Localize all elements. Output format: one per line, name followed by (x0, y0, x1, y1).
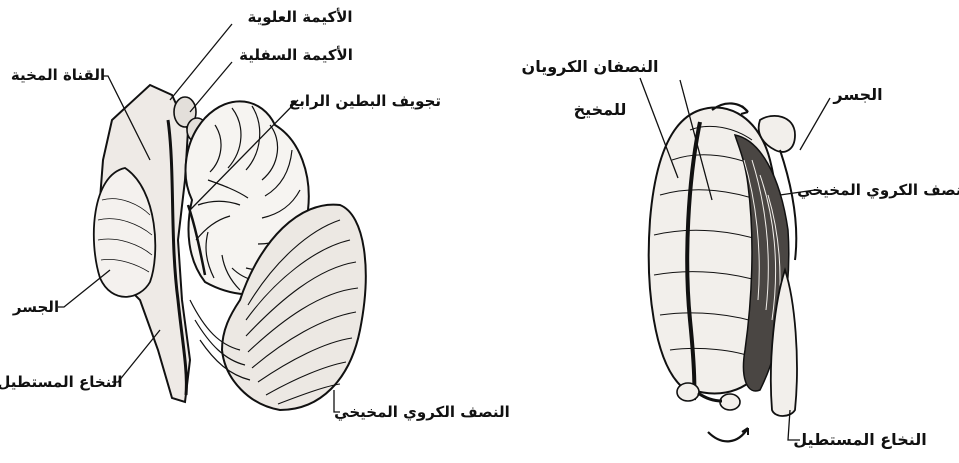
label-cerebellar-hemisphere-left: النصف الكروي المخيخي (334, 403, 510, 422)
label-inferior-colliculus: الأكيمة السفلية (239, 46, 353, 64)
label-superior-colliculus: الأكيمة العلوية (247, 8, 352, 26)
label-pons-right: الجسر (832, 85, 882, 104)
label-hemispheres-line1: النصفان الكرويان (522, 57, 659, 76)
label-cerebellar-hemisphere-right: النصف الكروي المخيخي (797, 181, 959, 200)
label-medulla-left: النخاع المستطيل (0, 373, 123, 391)
label-medulla-right: النخاع المستطيل (793, 430, 927, 449)
label-pons-left: الجسر (12, 298, 59, 316)
label-cerebral-aqueduct: القناة المخية (11, 66, 105, 84)
label-hemispheres-line2: للمخيخ (574, 100, 627, 119)
label-fourth-ventricle: تجويف البطين الرابع (289, 92, 441, 110)
